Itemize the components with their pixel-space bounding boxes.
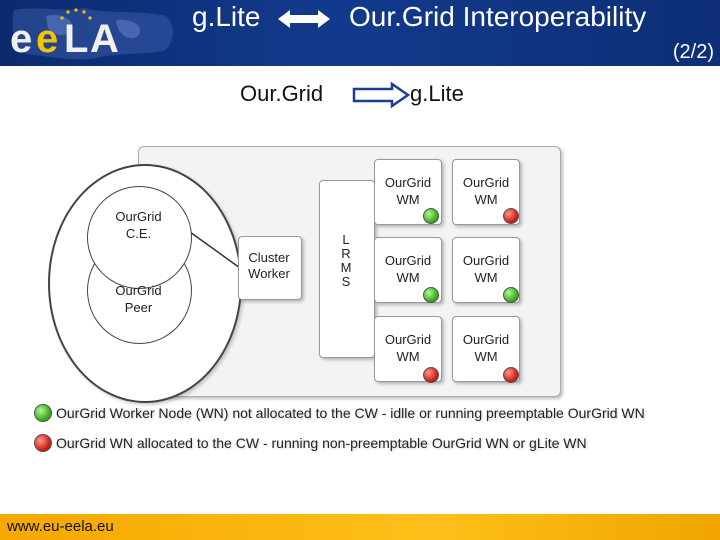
title-ourgrid-interoperability: Our.Grid Interoperability (349, 1, 647, 32)
legend-item-green: OurGrid Worker Node (WN) not allocated t… (34, 404, 694, 424)
subtitle-source: Our.Grid (240, 81, 324, 106)
peer-label-line1: OurGrid (115, 283, 162, 298)
ce-label-line2: C.E. (125, 226, 152, 241)
green-status-dot (503, 287, 519, 303)
cluster-label-line1: Cluster (248, 250, 290, 265)
logo-text: e (10, 17, 32, 61)
svg-text:L: L (64, 17, 88, 61)
cluster-label-line2: Worker (248, 266, 290, 281)
legend-text-red: OurGrid WN allocated to the CW - running… (56, 435, 587, 451)
peer-label: OurGrid Peer (87, 282, 190, 316)
ce-label: OurGrid C.E. (87, 208, 190, 242)
lrms-letter-s: S (341, 274, 351, 289)
svg-text:A: A (90, 17, 119, 61)
legend-item-red: OurGrid WN allocated to the CW - running… (34, 434, 694, 454)
legend-text-green: OurGrid Worker Node (WN) not allocated t… (56, 405, 645, 421)
bidirectional-arrow-icon (278, 10, 330, 28)
lrms-letter-r: R (341, 246, 351, 261)
red-status-dot (423, 367, 439, 383)
red-status-dot (503, 367, 519, 383)
cluster-worker-label: Cluster Worker (238, 250, 300, 282)
eela-logo: e e L A (10, 8, 173, 61)
footer-url: www.eu-eela.eu (7, 518, 114, 535)
green-status-dot (423, 287, 439, 303)
title-glite: g.Lite (192, 1, 261, 32)
footer-bar: www.eu-eela.eu (0, 514, 720, 540)
peer-label-line2: Peer (124, 300, 153, 315)
lrms-letter-l: L (342, 232, 350, 247)
subtitle-target: g.Lite (410, 81, 464, 106)
red-legend-icon (34, 434, 52, 452)
lrms-letter-m: M (340, 260, 352, 275)
red-status-dot (503, 208, 519, 224)
ce-label-line1: OurGrid (115, 209, 162, 224)
svg-text:e: e (36, 17, 58, 61)
cluster-worker-box (238, 236, 302, 300)
lrms-label: L R M S (319, 233, 373, 289)
page-indicator: (2/2) (672, 41, 714, 63)
header-bar: e e L A g.Lite Our.Grid Interoperability… (0, 0, 720, 66)
green-legend-icon (34, 404, 52, 422)
green-status-dot (423, 208, 439, 224)
right-arrow-icon (352, 82, 410, 108)
ourgrid-ce-node (87, 186, 192, 289)
lrms-box (319, 180, 375, 358)
